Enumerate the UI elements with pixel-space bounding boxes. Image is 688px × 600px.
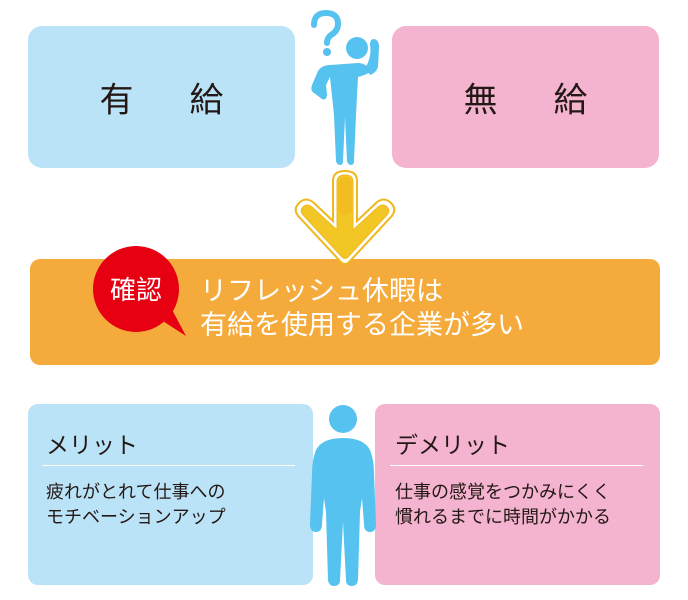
paid-leave-label: 有給	[28, 73, 295, 122]
confirm-speech-bubble-icon	[93, 246, 186, 336]
down-arrow-icon	[294, 169, 396, 265]
demerit-title: デメリット	[395, 433, 510, 459]
unpaid-leave-label: 無給	[392, 73, 659, 122]
unpaid-char-2: 給	[553, 80, 588, 121]
merit-divider	[42, 465, 295, 466]
merit-body-line-1: 疲れがとれて仕事への	[46, 482, 226, 503]
confirm-message-line-2: 有給を使用する企業が多い	[200, 310, 524, 341]
unpaid-char-1: 無	[463, 80, 498, 121]
merit-body-line-2: モチベーションアップ	[46, 507, 226, 528]
merit-panel	[28, 404, 313, 585]
demerit-body-line-2: 慣れるまでに時間がかかる	[395, 507, 611, 528]
confirm-message-line-1: リフレッシュ休暇は	[200, 276, 443, 307]
merit-title: メリット	[46, 433, 138, 459]
standing-person-icon	[310, 405, 376, 586]
paid-leave-box: 有給	[28, 26, 295, 168]
paid-char-1: 有	[99, 80, 134, 121]
paid-char-2: 給	[189, 80, 224, 121]
unpaid-leave-box: 無給	[392, 26, 659, 168]
confirm-badge-label: 確認	[109, 276, 162, 306]
demerit-body-line-1: 仕事の感覚をつかみにくく	[395, 482, 611, 503]
thinking-person-icon	[311, 9, 379, 165]
demerit-panel	[375, 404, 660, 585]
demerit-divider	[390, 465, 643, 466]
